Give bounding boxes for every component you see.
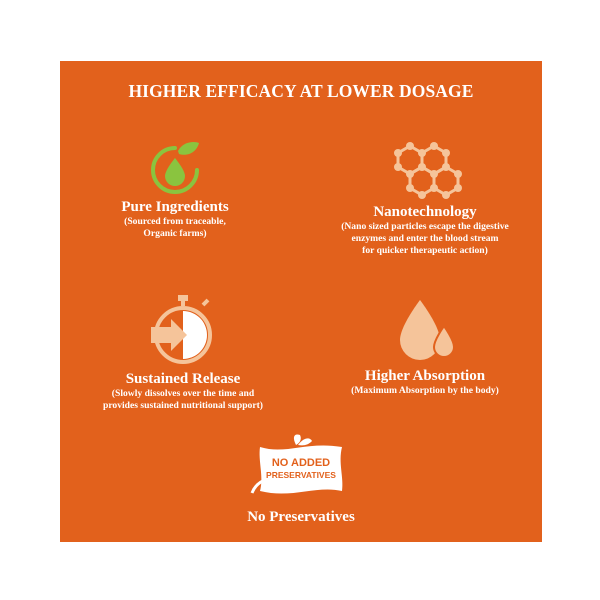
page-title: HIGHER EFFICACY AT LOWER DOSAGE [128,81,474,101]
feature-nanotechnology: Nanotechnology (Nano sized particles esc… [310,136,540,257]
stopwatch-arrow-icon [151,295,212,364]
feature-description: (Maximum Absorption by the body) [351,385,499,396]
feature-description: (Nano sized particles escape the digesti… [341,221,509,256]
feature-title: Pure Ingredients [121,199,229,215]
no-preservatives-badge-icon: NO ADDED PRESERVATIVES [250,434,343,494]
badge-line2: PRESERVATIVES [266,470,336,480]
feature-higher-absorption: Higher Absorption (Maximum Absorption by… [310,296,540,397]
feature-sustained-release: Sustained Release (Slowly dissolves over… [68,291,298,412]
feature-title: Higher Absorption [364,368,486,384]
feature-description: (Slowly dissolves over the time and prov… [102,388,264,411]
leaf-drop-icon [151,141,199,194]
feature-pure-ingredients: Pure Ingredients (Sourced from traceable… [80,139,270,240]
feature-description: (Sourced from traceable, Organic farms) [124,216,226,239]
molecule-icon [394,142,462,199]
feature-title: Nanotechnology [373,204,477,220]
feature-no-preservatives: NO ADDED PRESERVATIVES No Preservatives [210,433,392,526]
infographic-panel: HIGHER EFFICACY AT LOWER DOSAGE Pure Ing… [60,61,542,542]
feature-title: Sustained Release [125,371,241,387]
badge-line1: NO ADDED [272,457,330,469]
feature-title: No Preservatives [247,509,355,525]
water-drops-icon [400,300,456,360]
